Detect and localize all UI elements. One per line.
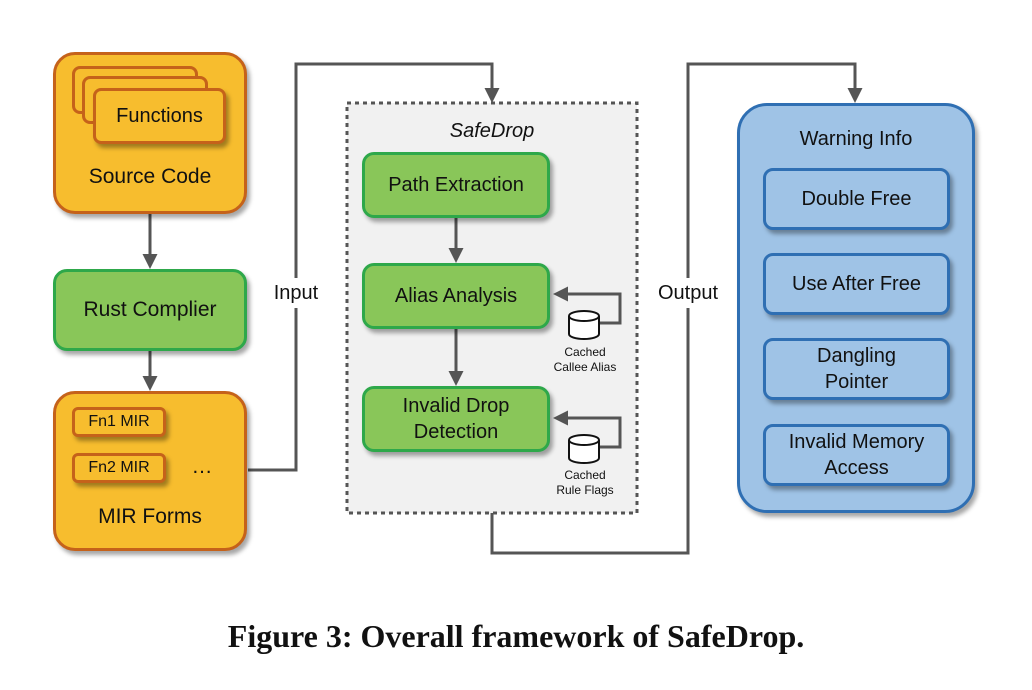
invalid-memory-access-item: Invalid Memory Access (763, 424, 950, 486)
arrow-input (248, 62, 500, 472)
invalid-drop-detection-node: Invalid Drop Detection (362, 386, 550, 452)
cache-callee-alias-icon (568, 310, 600, 340)
output-label: Output (650, 278, 726, 308)
cache-rule-flags-icon (568, 434, 600, 464)
cache-rule-flags-label: Cached Rule Flags (556, 468, 614, 497)
mir-forms-title: MIR Forms (98, 505, 202, 528)
arrow-alias-cache-loop (553, 286, 622, 325)
mir-ellipsis: … (191, 455, 213, 478)
dangling-pointer-item: Dangling Pointer (763, 338, 950, 400)
use-after-free-item: Use After Free (763, 253, 950, 315)
cache-callee-alias-label: Cached Callee Alias (553, 345, 617, 374)
fn2-mir-card: Fn2 MIR (72, 453, 166, 483)
path-extraction-node: Path Extraction (362, 152, 550, 218)
safedrop-title: SafeDrop (449, 119, 535, 142)
source-code-title: Source Code (88, 165, 212, 188)
rust-compiler-node: Rust Complier (53, 269, 247, 351)
figure-caption: Figure 3: Overall framework of SafeDrop. (227, 618, 805, 654)
arrow-drop-cache-loop (553, 410, 622, 449)
functions-label: Functions (116, 104, 203, 127)
functions-card: Functions (93, 88, 226, 144)
alias-analysis-node: Alias Analysis (362, 263, 550, 329)
arrow-output (490, 62, 863, 555)
double-free-item: Double Free (763, 168, 950, 230)
input-label: Input (262, 278, 330, 308)
warning-info-title: Warning Info (799, 127, 913, 150)
fn1-mir-card: Fn1 MIR (72, 407, 166, 437)
